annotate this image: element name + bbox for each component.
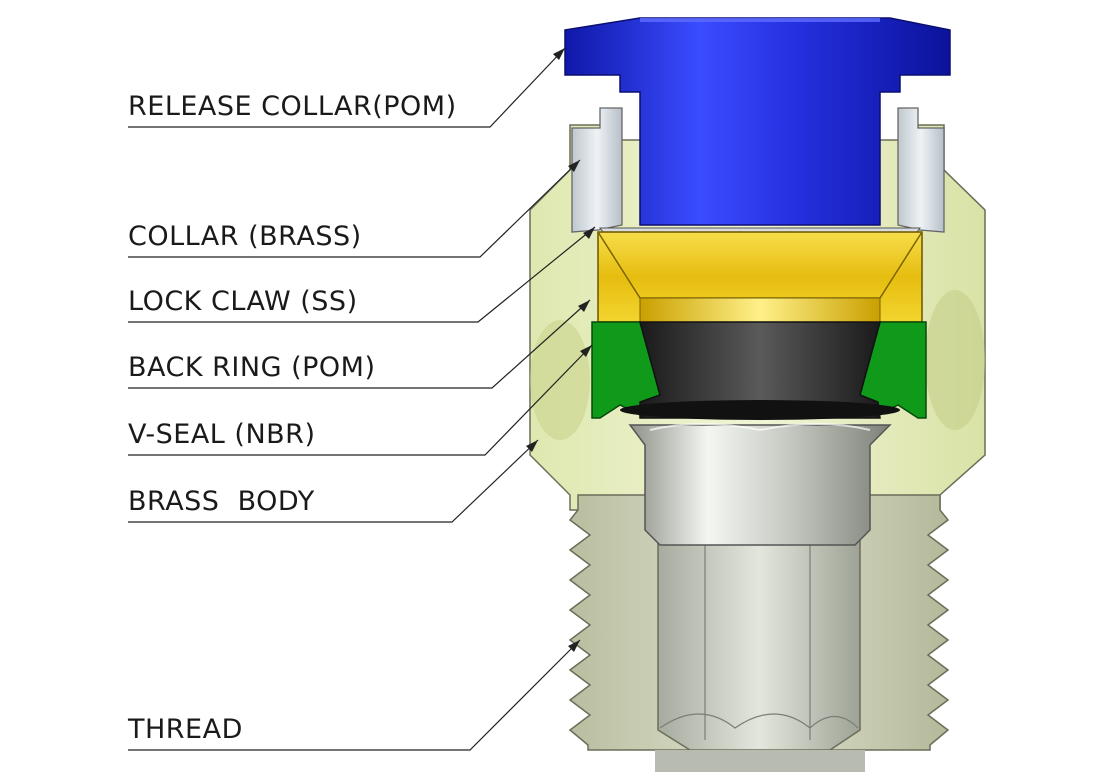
label-thread: THREAD: [128, 714, 243, 745]
back-ring-shape: [639, 321, 881, 419]
label-v-seal: V-SEAL (NBR): [128, 419, 316, 450]
bore-shape: [657, 539, 861, 751]
release-collar-shape: [564, 17, 951, 226]
collar-right: [897, 107, 945, 233]
label-back-ring: BACK RING (POM): [128, 352, 376, 383]
tube-insert-shape: [628, 424, 892, 546]
label-collar: COLLAR (BRASS): [128, 221, 362, 252]
label-brass-body: BRASS BODY: [128, 486, 315, 517]
leader-lines: [128, 47, 596, 751]
collar-left: [571, 107, 623, 233]
label-lock-claw: LOCK CLAW (SS): [128, 286, 358, 317]
label-release-collar: RELEASE COLLAR(POM): [128, 91, 457, 122]
leader-arrowheads: [526, 48, 595, 652]
